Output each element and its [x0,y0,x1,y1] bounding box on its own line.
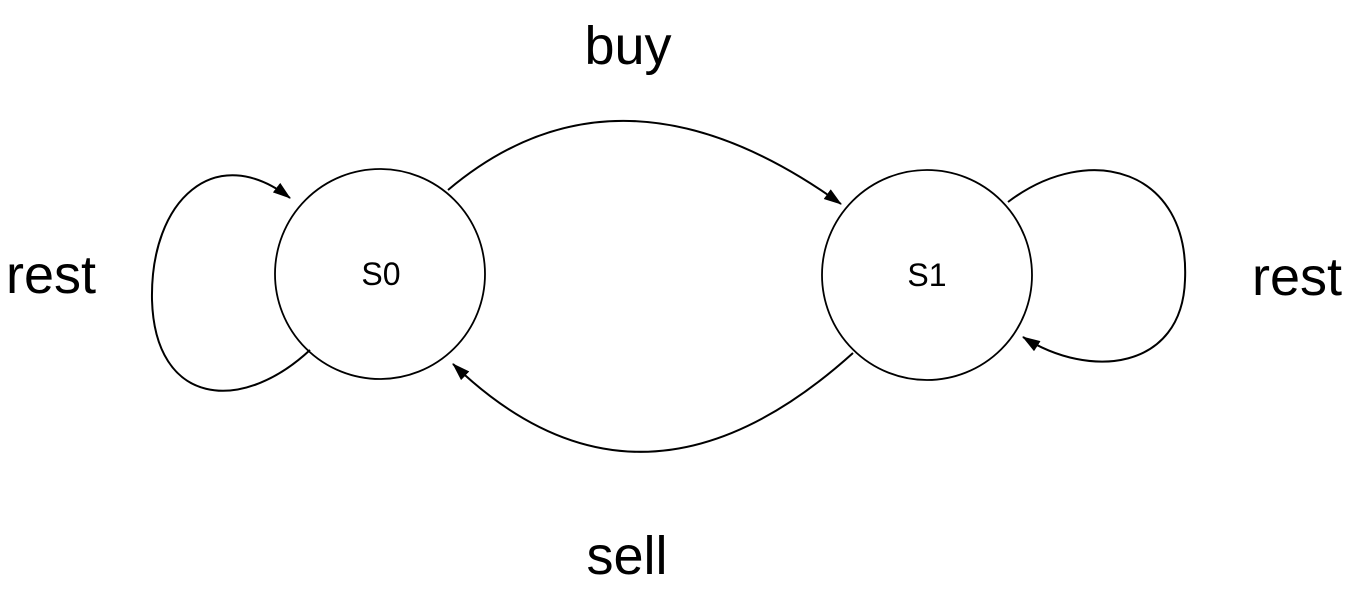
transition-sell-label: sell [586,526,667,586]
transition-buy-path [447,119,842,205]
state-s0-circle [274,168,486,380]
transition-rest-s1-loop-path [1007,169,1187,363]
state-s0-label: S0 [361,256,400,292]
transition-rest-s0-loop-path [150,174,311,392]
state-s1-label: S1 [907,257,946,293]
transition-rest-s0-label: rest [6,245,96,305]
state-s1-circle [821,169,1033,381]
transition-rest-s1-label: rest [1252,247,1342,307]
transition-sell-path [452,352,854,453]
transition-buy-label: buy [584,16,671,76]
